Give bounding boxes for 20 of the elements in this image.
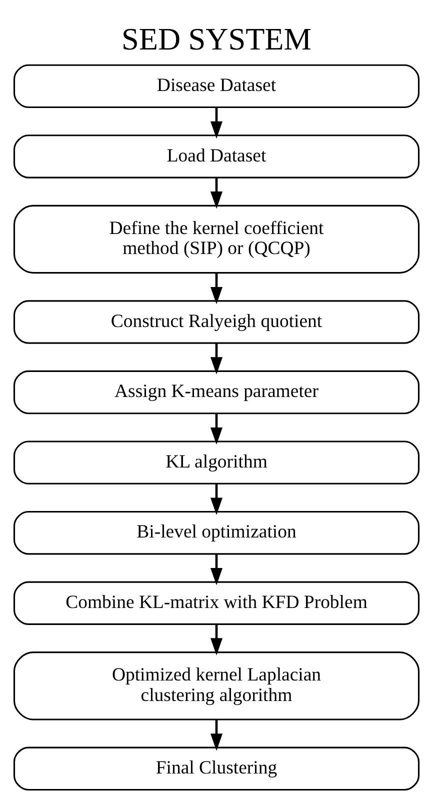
arrow	[210, 483, 223, 514]
node-box: Bi-level optimization	[13, 510, 420, 554]
node-box: Final Clustering	[13, 746, 420, 790]
node-box: Disease Dataset	[13, 64, 420, 108]
arrow	[210, 272, 223, 304]
node-box: Optimized kernel Laplacian clustering algorithm	[13, 651, 420, 720]
arrow	[210, 413, 223, 444]
arrow	[210, 177, 223, 208]
node-box: Combine KL-matrix with KFD Problem	[13, 580, 420, 624]
arrow	[210, 624, 223, 655]
node-box: Construct Ralyeigh quotient	[13, 300, 420, 344]
arrow	[210, 719, 223, 750]
node-box: Assign K-means parameter	[13, 370, 420, 414]
node-box: KL algorithm	[13, 440, 420, 484]
arrow	[210, 107, 223, 138]
node-box: Load Dataset	[13, 134, 420, 178]
arrow	[210, 342, 223, 374]
diagram-title: SED SYSTEM	[122, 20, 312, 56]
arrow	[210, 554, 223, 585]
node-box: Define the kernel coefficient method (SIP) or (QCQP)	[13, 204, 420, 274]
